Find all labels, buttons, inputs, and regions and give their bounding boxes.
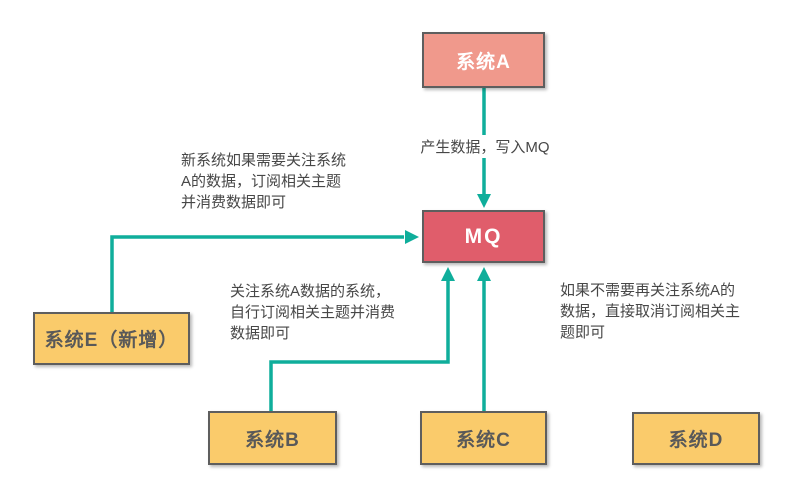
annotation-middle-line: 数据即可 [230, 325, 291, 342]
node-system-d-label: 系统D [668, 430, 724, 451]
edge-a-to-mq-arrowhead [477, 194, 491, 208]
annotation-middle-line: 关注系统A数据的系统， [230, 283, 391, 300]
annotation-left: 新系统如果需要关注系统 A的数据，订阅相关主题 并消费数据即可 [181, 150, 346, 213]
edge-e-to-mq-line [110, 235, 404, 312]
edge-b-to-mq-line [269, 281, 450, 411]
annotation-middle: 关注系统A数据的系统， 自行订阅相关主题并消费 数据即可 [230, 281, 395, 344]
edge-c-to-mq-arrowhead [477, 267, 491, 281]
annotation-left-line: A的数据，订阅相关主题 [181, 173, 342, 190]
node-system-a: 系统A [422, 32, 545, 88]
node-system-c-label: 系统C [456, 429, 511, 451]
node-system-e: 系统E（新增） [33, 312, 190, 365]
edge-e-to-mq-arrowhead [405, 230, 419, 244]
annotation-middle-line: 自行订阅相关主题并消费 [230, 304, 396, 321]
annotation-right-line: 数据，直接取消订阅相关主 [560, 303, 741, 320]
node-system-d: 系统D [632, 412, 760, 465]
annotation-left-line: 新系统如果需要关注系统 [181, 152, 347, 169]
annotation-left-line: 并消费数据即可 [181, 194, 287, 211]
annotation-right-line: 如果不需要再关注系统A的 [560, 282, 736, 299]
annotation-right-line: 题即可 [560, 324, 606, 341]
edge-label-a-to-mq: 产生数据，写入MQ [417, 135, 553, 158]
node-mq-label: MQ [464, 224, 503, 248]
node-mq: MQ [422, 210, 545, 263]
node-system-b-label: 系统B [245, 429, 300, 451]
node-system-e-label: 系统E（新增） [44, 330, 179, 351]
node-system-c: 系统C [420, 411, 547, 465]
node-system-a-label: 系统A [456, 51, 511, 73]
edge-b-to-mq-arrowhead [441, 267, 455, 281]
annotation-right: 如果不需要再关注系统A的 数据，直接取消订阅相关主 题即可 [560, 280, 740, 343]
node-system-b: 系统B [208, 411, 337, 465]
